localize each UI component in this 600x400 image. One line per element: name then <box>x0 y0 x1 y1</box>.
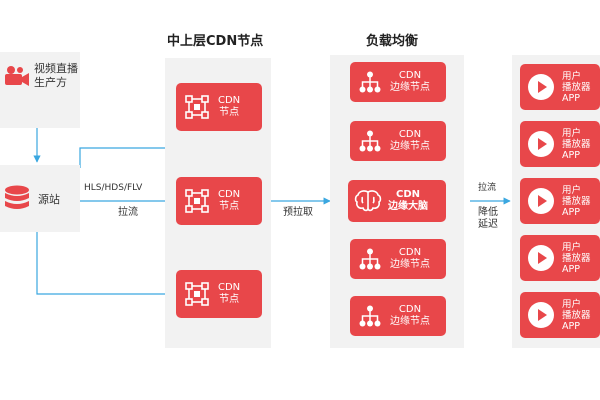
producer-label-line2: 生产方 <box>34 76 67 89</box>
node-network-icon <box>185 95 209 119</box>
user-player-3: 用户 播放器 APP <box>520 178 600 224</box>
producer-panel <box>0 52 80 128</box>
mid-node-2: CDN 节点 <box>176 177 262 225</box>
origin-label: 源站 <box>38 193 60 206</box>
mid-tier-title: 中上层CDN节点 <box>167 34 264 49</box>
user-player-3-line2: 播放器 <box>562 195 591 207</box>
database-icon <box>5 185 29 209</box>
mid-node-2-line1: CDN <box>218 189 241 200</box>
reduce-latency-line2: 延迟 <box>478 219 498 230</box>
video-producer: 视频直播 生产方 <box>2 62 78 90</box>
hierarchy-icon <box>359 130 381 152</box>
mid-node-1: CDN 节点 <box>176 83 262 131</box>
user-player-5: 用户 播放器 APP <box>520 292 600 338</box>
reduce-latency-line1: 降低 <box>478 207 498 218</box>
node-network-icon <box>185 189 209 213</box>
user-player-2-line3: APP <box>562 149 580 161</box>
user-player-4-line2: 播放器 <box>562 252 591 264</box>
user-player-1-line2: 播放器 <box>562 81 591 93</box>
play-icon <box>528 188 554 214</box>
user-player-1-line1: 用户 <box>562 70 582 82</box>
edge-brain: CDN 边缘大脑 <box>348 180 446 222</box>
origin-server: 源站 <box>2 184 60 216</box>
edge-node-5: CDN 边缘节点 <box>350 296 446 336</box>
node-network-icon <box>185 282 209 306</box>
user-player-3-line3: APP <box>562 206 580 218</box>
user-player-1-line3: APP <box>562 92 580 104</box>
protocols-label: HLS/HDS/FLV <box>84 183 143 193</box>
edge-node-5-line2: 边缘节点 <box>390 316 430 327</box>
mid-node-1-line1: CDN <box>218 95 241 106</box>
edge-node-4: CDN 边缘节点 <box>350 239 446 279</box>
user-player-4-line1: 用户 <box>562 241 582 253</box>
prefetch-label: 预拉取 <box>283 207 313 218</box>
video-camera-icon <box>5 66 29 86</box>
edge-node-2-line1: CDN <box>398 129 422 140</box>
mid-node-1-line2: 节点 <box>219 107 240 118</box>
edge-node-1: CDN 边缘节点 <box>350 62 446 102</box>
edge-node-2: CDN 边缘节点 <box>350 121 446 161</box>
edge-origin-mid3 <box>36 232 174 298</box>
user-player-5-line2: 播放器 <box>562 309 591 321</box>
edge-node-5-line1: CDN <box>398 304 422 315</box>
user-player-5-line3: APP <box>562 320 580 332</box>
play-icon <box>528 302 554 328</box>
edge-node-1-line2: 边缘节点 <box>390 82 430 93</box>
edge-brain-line2: 边缘大脑 <box>388 201 428 212</box>
play-icon <box>528 245 554 271</box>
edge-node-2-line2: 边缘节点 <box>390 141 430 152</box>
hierarchy-icon <box>359 71 381 93</box>
user-player-2-line1: 用户 <box>562 127 582 139</box>
hierarchy-icon <box>359 305 381 327</box>
user-player-2-line2: 播放器 <box>562 138 591 150</box>
mid-node-3-line2: 节点 <box>219 294 240 305</box>
play-icon <box>528 74 554 100</box>
reduce-latency-label: 降低 延迟 <box>478 207 498 231</box>
pull-user-label: 拉流 <box>478 183 497 193</box>
load-balance-title: 负载均衡 <box>366 34 419 49</box>
mid-node-2-line2: 节点 <box>219 201 240 212</box>
user-player-4-line3: APP <box>562 263 580 275</box>
user-player-4: 用户 播放器 APP <box>520 235 600 281</box>
user-player-2: 用户 播放器 APP <box>520 121 600 167</box>
user-player-1: 用户 播放器 APP <box>520 64 600 110</box>
play-icon <box>528 131 554 157</box>
producer-label-line1: 视频直播 <box>34 62 78 75</box>
user-player-5-line1: 用户 <box>562 298 582 310</box>
edge-node-4-line1: CDN <box>398 247 422 258</box>
user-player-3-line1: 用户 <box>562 184 582 196</box>
pull-origin-label: 拉流 <box>118 207 138 218</box>
mid-node-3-line1: CDN <box>218 282 241 293</box>
hierarchy-icon <box>359 248 381 270</box>
mid-node-3: CDN 节点 <box>176 270 262 318</box>
brain-icon <box>354 190 382 212</box>
edge-node-4-line2: 边缘节点 <box>390 259 430 270</box>
edge-brain-line1: CDN <box>395 189 420 200</box>
edge-node-1-line1: CDN <box>398 70 422 81</box>
